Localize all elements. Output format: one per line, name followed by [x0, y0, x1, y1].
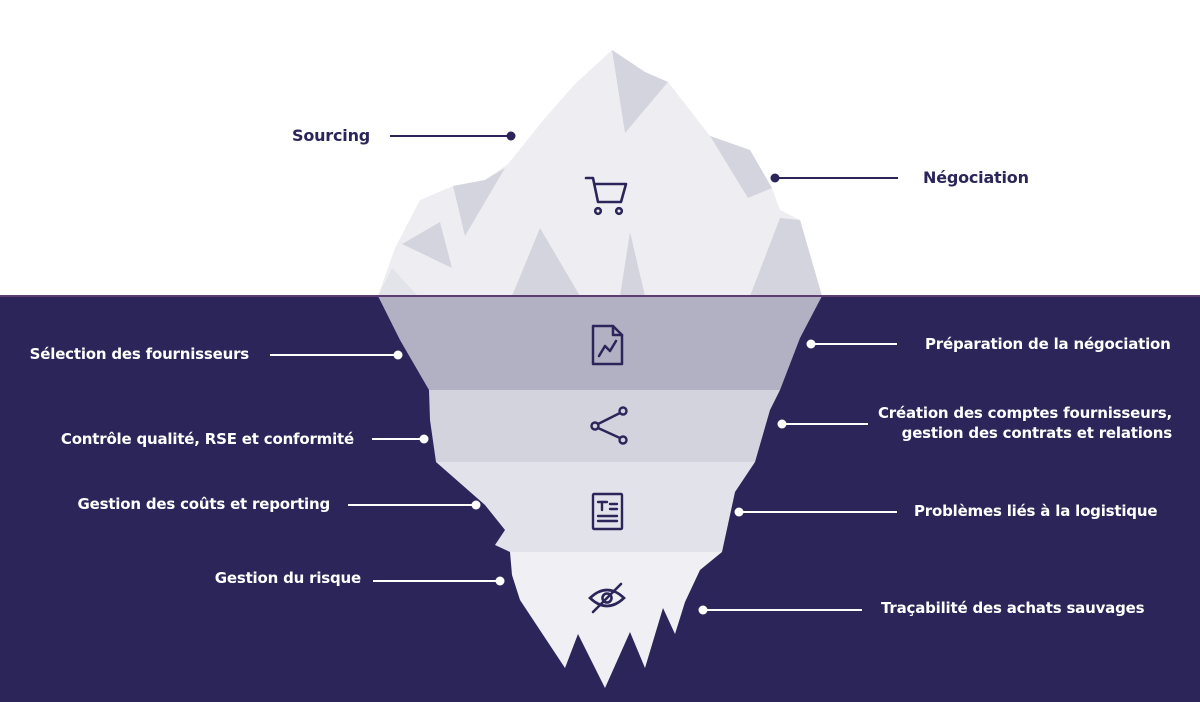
iceberg-facet — [453, 168, 505, 236]
label-sourcing: Sourcing — [292, 126, 371, 145]
iceberg-tip — [378, 50, 822, 296]
connector-dot — [698, 605, 708, 615]
iceberg-facet — [710, 136, 772, 198]
connector-dot — [734, 507, 744, 517]
label-selection-fournisseurs: Sélection des fournisseurs — [29, 345, 250, 363]
iceberg-facet — [750, 218, 822, 296]
iceberg-facet — [612, 50, 668, 133]
iceberg-facet — [402, 222, 452, 268]
chart-document-icon — [591, 324, 624, 366]
connector-dot — [770, 173, 780, 183]
connector-dot — [495, 576, 505, 586]
iceberg-facet — [378, 268, 418, 296]
connector-dot — [777, 419, 787, 429]
iceberg-band-2 — [429, 390, 780, 462]
label-problemes-logistique: Problèmes liés à la logistique — [914, 502, 1158, 520]
connector-dot — [393, 350, 403, 360]
label-preparation-negociation: Préparation de la négociation — [925, 335, 1171, 353]
label-gestion-risque: Gestion du risque — [214, 569, 361, 587]
label-creation-comptes: Création des comptes fournisseurs, — [878, 404, 1172, 422]
label-gestion-contrats: gestion des contrats et relations — [901, 424, 1173, 442]
connector-dot — [506, 131, 516, 141]
eye-off-icon — [588, 582, 626, 614]
iceberg-band-4 — [510, 552, 722, 688]
connector-dot — [806, 339, 816, 349]
iceberg-tip-body — [378, 50, 822, 296]
share-icon — [590, 406, 628, 445]
connector-dot — [471, 500, 481, 510]
label-tracabilite-achats: Traçabilité des achats sauvages — [881, 599, 1145, 617]
iceberg-facet — [512, 228, 580, 296]
label-controle-qualite: Contrôle qualité, RSE et conformité — [60, 430, 354, 448]
label-negociation: Négociation — [923, 168, 1029, 187]
document-text-icon — [591, 492, 624, 531]
label-gestion-couts: Gestion des coûts et reporting — [77, 495, 331, 513]
shopping-cart-icon — [584, 176, 628, 216]
iceberg-band-3 — [436, 462, 755, 552]
iceberg-band-1 — [378, 296, 822, 390]
iceberg-facet — [620, 232, 645, 296]
connector-dot — [419, 434, 429, 444]
waterline — [0, 295, 1200, 297]
